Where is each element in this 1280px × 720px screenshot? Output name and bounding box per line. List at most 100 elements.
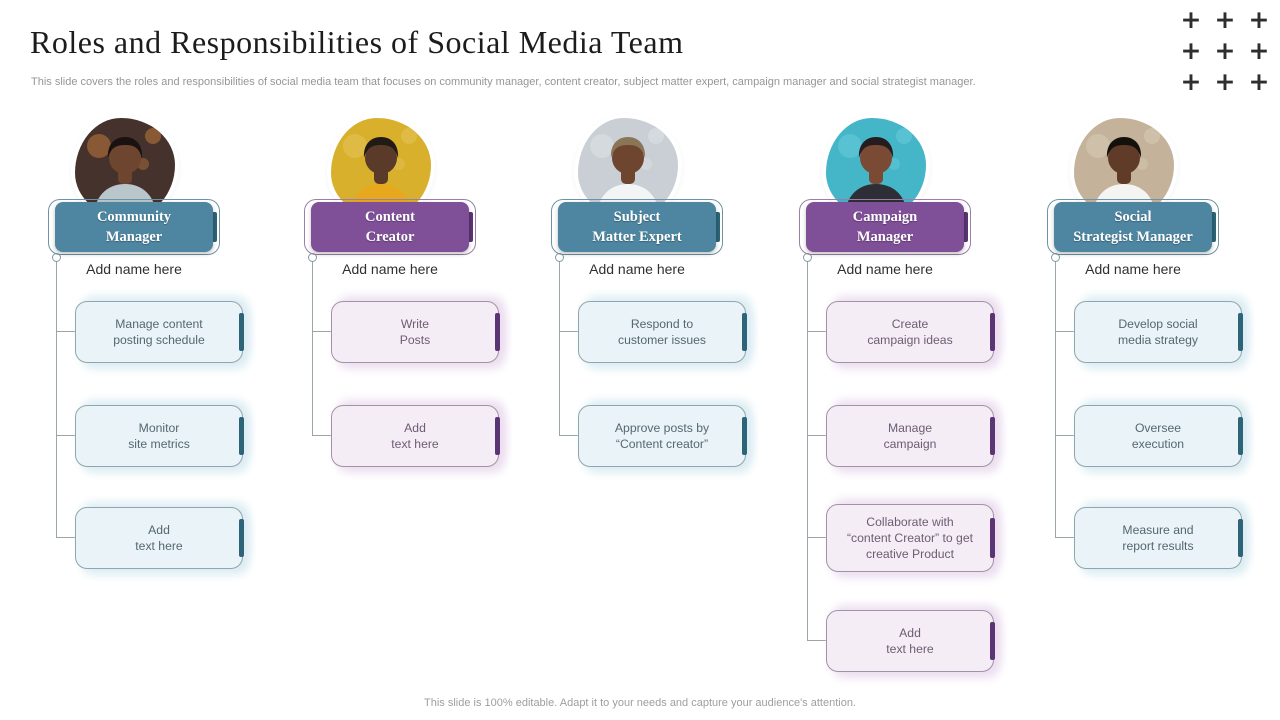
community-manager-photo[interactable] (75, 118, 175, 218)
task-label: Add text here (886, 626, 934, 656)
role-box[interactable]: Community Manager (48, 199, 220, 255)
task-label: Respond to customer issues (617, 317, 707, 347)
name-placeholder[interactable]: Add name here (589, 261, 685, 277)
connector-stub (312, 435, 331, 436)
task-card[interactable]: Develop social media strategy (1074, 301, 1243, 363)
connector-stub (807, 537, 826, 538)
role-title: Community Manager (96, 209, 172, 245)
task-card[interactable]: Measure and report results (1074, 507, 1243, 569)
role-title-plate: Subject Matter Expert (558, 202, 716, 252)
name-placeholder[interactable]: Add name here (837, 261, 933, 277)
task-card[interactable]: Add text here (75, 507, 244, 569)
connector-stub (56, 435, 75, 436)
plus-icon: + (1248, 67, 1270, 96)
role-title-plate: Content Creator (311, 202, 469, 252)
task-card[interactable]: Approve posts by “Content creator” (578, 405, 747, 467)
connector-stub (56, 331, 75, 332)
task-card[interactable]: Add text here (826, 610, 995, 672)
task-card[interactable]: Collaborate with “content Creator” to ge… (826, 504, 995, 572)
connector-stub (1055, 331, 1074, 332)
name-placeholder[interactable]: Add name here (1085, 261, 1181, 277)
role-accent-bar (210, 212, 217, 242)
task-card[interactable]: Create campaign ideas (826, 301, 995, 363)
role-box[interactable]: Campaign Manager (799, 199, 971, 255)
task-card[interactable]: Manage content posting schedule (75, 301, 244, 363)
task-accent-bar (1238, 519, 1243, 557)
task-accent-bar (239, 313, 244, 351)
connector-stub (807, 331, 826, 332)
task-card[interactable]: Manage campaign (826, 405, 995, 467)
task-accent-bar (239, 417, 244, 455)
connector-line (807, 260, 808, 640)
role-accent-bar (466, 212, 473, 242)
role-title-plate: Community Manager (55, 202, 213, 252)
connector-stub (559, 331, 578, 332)
name-placeholder[interactable]: Add name here (342, 261, 438, 277)
plus-icon: + (1180, 5, 1202, 34)
connector-line (56, 260, 57, 537)
name-placeholder[interactable]: Add name here (86, 261, 182, 277)
task-card[interactable]: Add text here (331, 405, 500, 467)
plus-icon: + (1214, 36, 1236, 65)
task-card[interactable]: Respond to customer issues (578, 301, 747, 363)
task-label: Collaborate with “content Creator” to ge… (847, 515, 973, 561)
connector-stub (807, 435, 826, 436)
task-label: Create campaign ideas (867, 317, 953, 347)
task-label: Manage content posting schedule (113, 317, 205, 347)
connector-line (312, 260, 313, 435)
connector-line (1055, 260, 1056, 537)
role-outline (1047, 199, 1219, 255)
task-label: Add text here (391, 421, 439, 451)
task-card[interactable]: Oversee execution (1074, 405, 1243, 467)
task-accent-bar (742, 313, 747, 351)
task-label: Measure and report results (1122, 523, 1194, 553)
connector-stub (807, 640, 826, 641)
task-accent-bar (990, 517, 995, 559)
role-accent-bar (713, 212, 720, 242)
role-box[interactable]: Social Strategist Manager (1047, 199, 1219, 255)
role-outline (799, 199, 971, 255)
task-label: Oversee execution (1131, 421, 1185, 451)
task-accent-bar (1238, 313, 1243, 351)
connector-line (559, 260, 560, 435)
task-label: Approve posts by “Content creator” (614, 421, 710, 451)
plus-icon: + (1180, 67, 1202, 96)
role-accent-bar (961, 212, 968, 242)
role-outline (551, 199, 723, 255)
role-title: Subject Matter Expert (592, 209, 682, 245)
task-accent-bar (495, 417, 500, 455)
task-accent-bar (990, 417, 995, 455)
task-accent-bar (990, 622, 995, 660)
role-title-plate: Campaign Manager (806, 202, 964, 252)
plus-icon: + (1180, 36, 1202, 65)
task-accent-bar (742, 417, 747, 455)
plus-icon: + (1214, 67, 1236, 96)
task-card[interactable]: Write Posts (331, 301, 500, 363)
connector-stub (1055, 537, 1074, 538)
task-accent-bar (239, 519, 244, 557)
connector-stub (1055, 435, 1074, 436)
connector-stub (56, 537, 75, 538)
page-subtitle: This slide covers the roles and responsi… (31, 76, 976, 88)
task-accent-bar (1238, 417, 1243, 455)
role-title: Social Strategist Manager (1073, 209, 1193, 245)
task-card[interactable]: Monitor site metrics (75, 405, 244, 467)
task-accent-bar (990, 313, 995, 351)
task-label: Write Posts (399, 317, 431, 347)
role-box[interactable]: Content Creator (304, 199, 476, 255)
task-label: Monitor site metrics (128, 421, 190, 451)
person-silhouette-icon (75, 118, 175, 218)
plus-decoration-grid: +++++++++ (1174, 4, 1276, 97)
plus-icon: + (1214, 5, 1236, 34)
role-title: Content Creator (365, 209, 415, 245)
role-box[interactable]: Subject Matter Expert (551, 199, 723, 255)
task-accent-bar (495, 313, 500, 351)
plus-icon: + (1248, 36, 1270, 65)
role-outline (304, 199, 476, 255)
plus-icon: + (1248, 5, 1270, 34)
